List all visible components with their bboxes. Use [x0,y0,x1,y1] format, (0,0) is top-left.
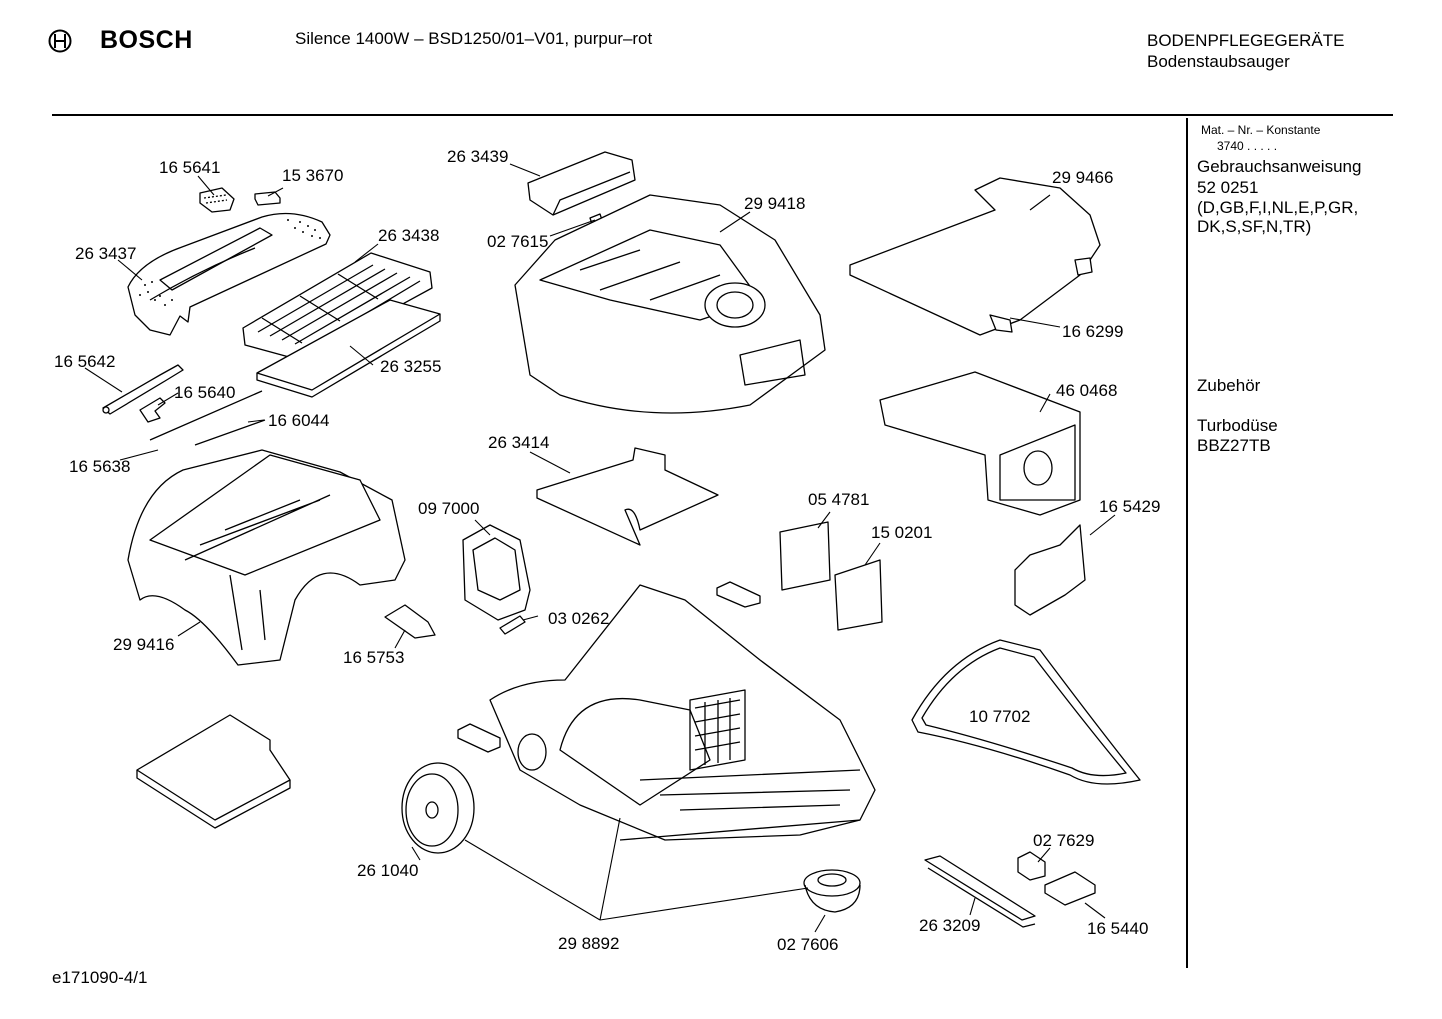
part-label-16-5638: 16 5638 [69,457,131,476]
part-label-02-7606: 02 7606 [777,935,839,954]
part-10-7702-drawing [911,639,1141,785]
part-26-3209-drawing [924,855,1036,928]
part-16-5429-drawing [1014,524,1086,616]
part-label-02-7615: 02 7615 [487,232,549,251]
part-label-29-9466: 29 9466 [1052,168,1114,187]
part-label-26-3439: 26 3439 [447,147,509,166]
accessory-name: Turbodüse [1197,416,1278,435]
part-label-05-4781: 05 4781 [808,490,870,509]
part-09-7000-drawing [462,524,531,621]
part-label-46-0468: 46 0468 [1056,381,1118,400]
part-label-10-7702: 10 7702 [969,707,1031,726]
part-05-4781-drawing [779,521,831,591]
part-26-3414-drawing [536,447,719,546]
part-26-3439-drawing [527,151,636,216]
leader-lines [84,163,1116,933]
part-label-03-0262: 03 0262 [548,609,610,628]
part-label-26-3437: 26 3437 [75,244,137,263]
part-26-3255-drawing [256,299,441,398]
part-label-16-5753: 16 5753 [343,648,405,667]
part-29-9416-drawing [127,449,406,666]
mat-nr-label: Mat. – Nr. – Konstante [1201,123,1321,137]
part-26-3438-drawing [242,252,433,361]
manual-label: Gebrauchsanweisung [1197,157,1362,176]
part-label-16-5429: 16 5429 [1099,497,1161,516]
part-label-15-0201: 15 0201 [871,523,933,542]
bosch-logo-icon [48,29,72,53]
part-label-29-8892: 29 8892 [558,934,620,953]
part-46-0468-drawing [879,371,1081,516]
category-line-1: BODENPFLEGEGERÄTE [1147,31,1345,50]
part-29-8892-drawing [489,584,876,841]
part-label-26-3255: 26 3255 [380,357,442,376]
part-label-26-3209: 26 3209 [919,916,981,935]
part-label-16-6299: 16 6299 [1062,322,1124,341]
part-16-6044-drawing [149,390,266,446]
part-label-16-5642: 16 5642 [54,352,116,371]
part-label-16-5440: 16 5440 [1087,919,1149,938]
part-29-9466-drawing [849,177,1101,336]
accessories-label: Zubehör [1197,376,1261,395]
manual-number: 52 0251 [1197,178,1259,197]
sidebar-divider [1186,118,1188,968]
manual-languages-1: (D,GB,F,I,NL,E,P,GR, [1197,198,1359,217]
part-label-02-7629: 02 7629 [1033,831,1095,850]
part-16-5753-drawing [384,604,436,639]
part-16-5640-drawing [139,397,166,423]
part-15-3670-drawing [254,191,281,206]
part-02-7629-drawing [1017,851,1046,881]
part-label-15-3670: 15 3670 [282,166,344,185]
part-26-1040-drawing [401,762,475,854]
category-line-2: Bodenstaubsauger [1147,52,1290,71]
part-label-16-5640: 16 5640 [174,383,236,402]
part-15-0201-drawing [834,559,883,631]
part-29-9418-drawing [514,194,826,414]
part-label-29-9418: 29 9418 [744,194,806,213]
part-02-7606-drawing [803,869,861,913]
part-16-5642-drawing [102,364,184,415]
part-label-26-3414: 26 3414 [488,433,550,452]
part-label-16-6044: 16 6044 [268,411,330,430]
part-floor-mat-drawing [136,714,291,829]
part-label-16-5641: 16 5641 [159,158,221,177]
part-label-26-3438: 26 3438 [378,226,440,245]
part-26-3437-drawing [127,212,331,336]
part-16-5440-drawing [1044,871,1096,906]
part-label-26-1040: 26 1040 [357,861,419,880]
exploded-parts-diagram [84,151,1141,933]
part-label-09-7000: 09 7000 [418,499,480,518]
accessory-code: BBZ27TB [1197,436,1271,455]
header-divider [52,114,1393,116]
brand-name: BOSCH [100,26,193,54]
part-small-block-2-drawing [457,723,501,753]
category-heading: BODENPFLEGEGERÄTE Bodenstaubsauger [1147,30,1344,72]
mat-nr-value: 3740 . . . . . [1217,139,1278,153]
part-16-5641-drawing [199,187,235,213]
part-label-29-9416: 29 9416 [113,635,175,654]
model-title: Silence 1400W – BSD1250/01–V01, purpur–r… [295,29,653,48]
part-03-0262-drawing [499,615,526,635]
part-small-block-drawing [716,581,761,608]
document-id: e171090-4/1 [52,968,148,987]
manual-languages-2: DK,S,SF,N,TR) [1197,217,1312,236]
